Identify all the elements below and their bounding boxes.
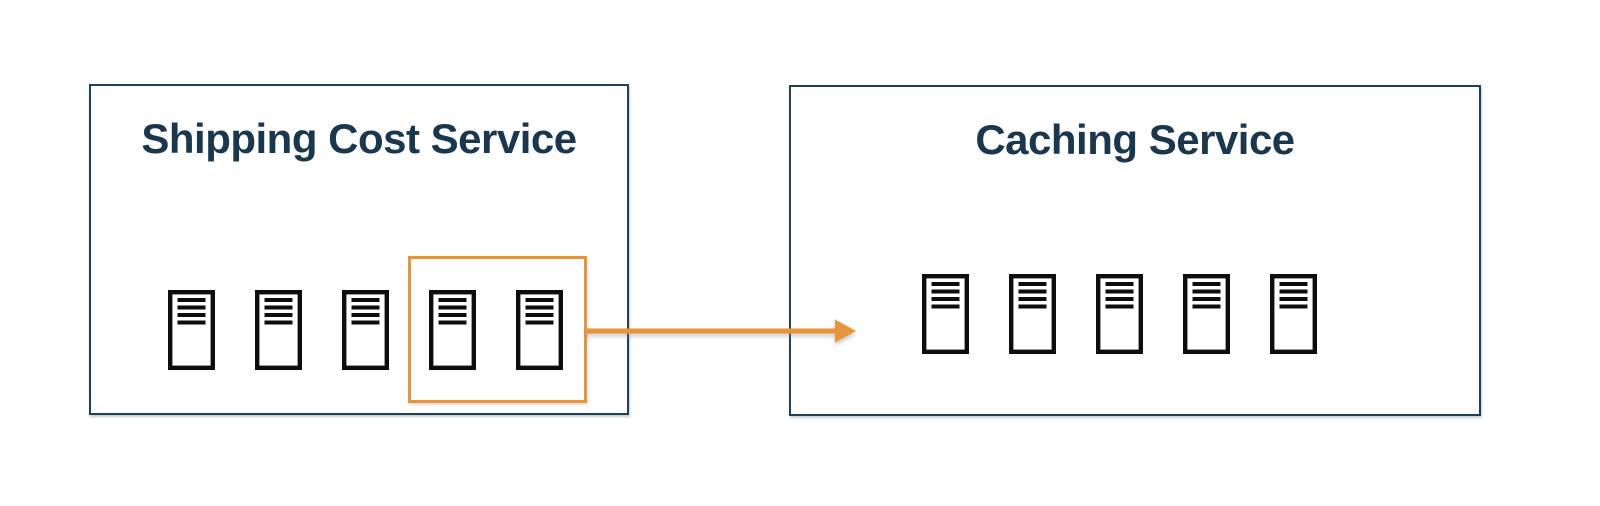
- server-icon: [1096, 274, 1143, 354]
- service-box-caching: Caching Service: [789, 85, 1481, 416]
- server-icon: [922, 274, 969, 354]
- server-icon: [1183, 274, 1230, 354]
- service-box-shipping-cost: Shipping Cost Service: [89, 84, 629, 415]
- server-icon: [516, 290, 563, 370]
- service-title-caching: Caching Service: [975, 116, 1295, 163]
- server-icon: [1009, 274, 1056, 354]
- server-row-shipping: [168, 290, 563, 370]
- server-row-caching: [922, 274, 1317, 354]
- server-icon: [342, 290, 389, 370]
- server-icon: [168, 290, 215, 370]
- server-icon: [255, 290, 302, 370]
- server-icon: [1270, 274, 1317, 354]
- service-title-shipping-cost: Shipping Cost Service: [141, 115, 577, 162]
- server-icon: [429, 290, 476, 370]
